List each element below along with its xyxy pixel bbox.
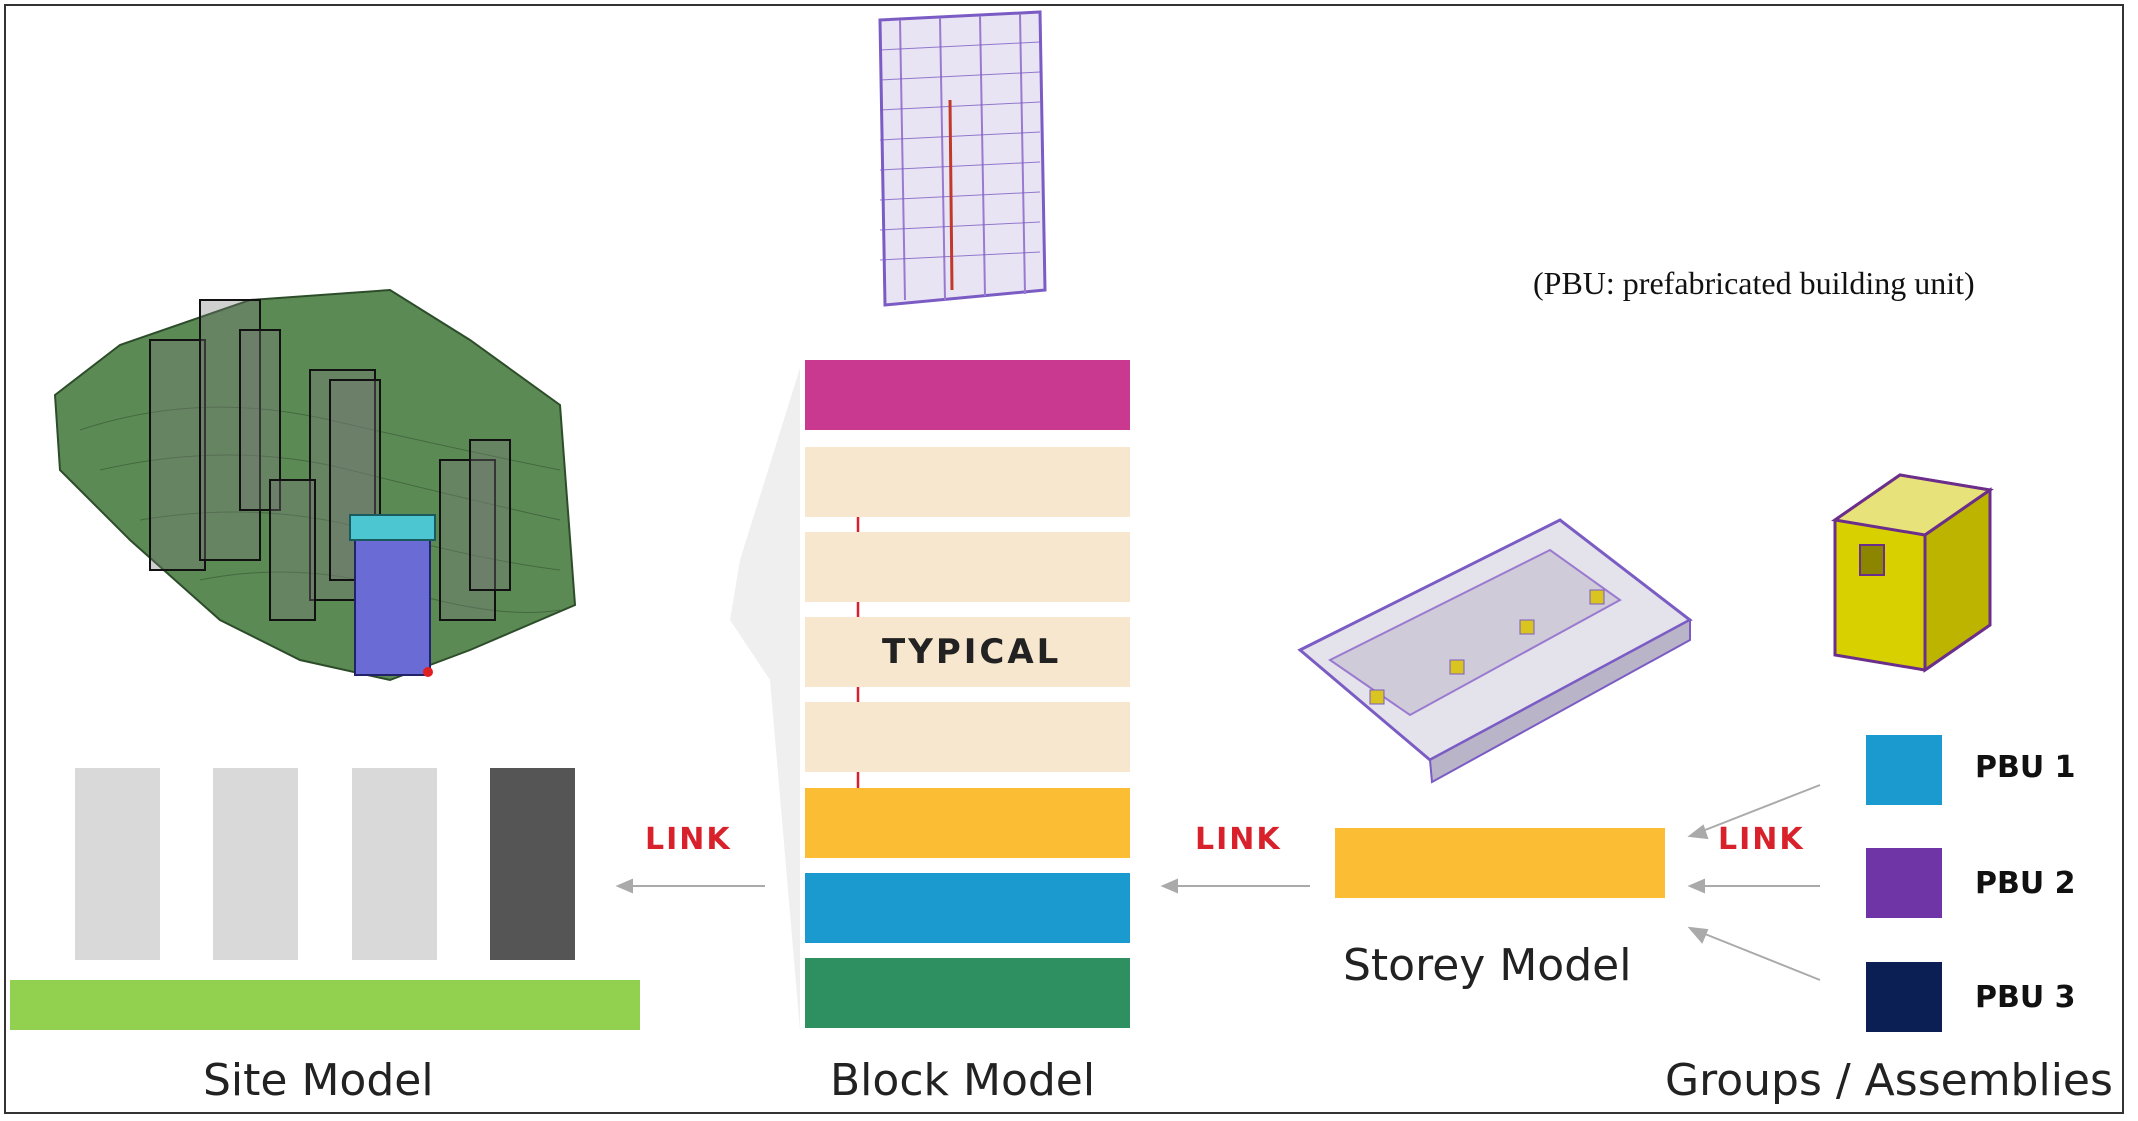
pbu-definition-note: (PBU: prefabricated building unit) bbox=[1533, 265, 1975, 301]
block-layer-typical bbox=[805, 532, 1130, 602]
link-label-block: LINK bbox=[1195, 822, 1282, 857]
block-layer-base bbox=[805, 958, 1130, 1028]
block-funnel bbox=[730, 368, 800, 1030]
pbu-3-label: PBU 3 bbox=[1975, 980, 2076, 1015]
pbu-3-swatch bbox=[1866, 962, 1942, 1032]
site-block bbox=[352, 768, 437, 960]
block-layer-typical bbox=[805, 617, 1130, 687]
site-model-illustration bbox=[53, 288, 577, 682]
pbu-1-label: PBU 1 bbox=[1975, 750, 2076, 785]
block-layer-roof bbox=[805, 360, 1130, 430]
pbu-2-label: PBU 2 bbox=[1975, 866, 2076, 901]
block-model-caption: Block Model bbox=[830, 1055, 1096, 1106]
block-layer-typical bbox=[805, 702, 1130, 772]
typical-label: TYPICAL bbox=[882, 632, 1062, 672]
pbu-unit-illustration bbox=[1831, 473, 1994, 673]
link-label-site: LINK bbox=[645, 822, 732, 857]
block-layer-storey bbox=[805, 788, 1130, 858]
highlighted-tower bbox=[354, 529, 431, 676]
pbu-1-swatch bbox=[1866, 735, 1942, 805]
site-block bbox=[213, 768, 298, 960]
groups-assemblies-caption: Groups / Assemblies bbox=[1665, 1055, 2113, 1106]
block-model-tower-illustration bbox=[878, 10, 1047, 307]
block-layer-typical bbox=[805, 447, 1130, 517]
site-block bbox=[490, 768, 575, 960]
pbu-2-swatch bbox=[1866, 848, 1942, 918]
diagram-frame bbox=[4, 4, 2124, 1114]
site-model-caption: Site Model bbox=[203, 1055, 434, 1106]
storey-bar bbox=[1335, 828, 1665, 898]
storey-model-illustration bbox=[1297, 518, 1693, 784]
link-label-storey: LINK bbox=[1718, 822, 1805, 857]
block-layer-podium bbox=[805, 873, 1130, 943]
site-base-bar bbox=[10, 980, 640, 1030]
link-arrows bbox=[615, 784, 1821, 981]
site-block bbox=[75, 768, 160, 960]
storey-model-caption: Storey Model bbox=[1343, 940, 1632, 991]
